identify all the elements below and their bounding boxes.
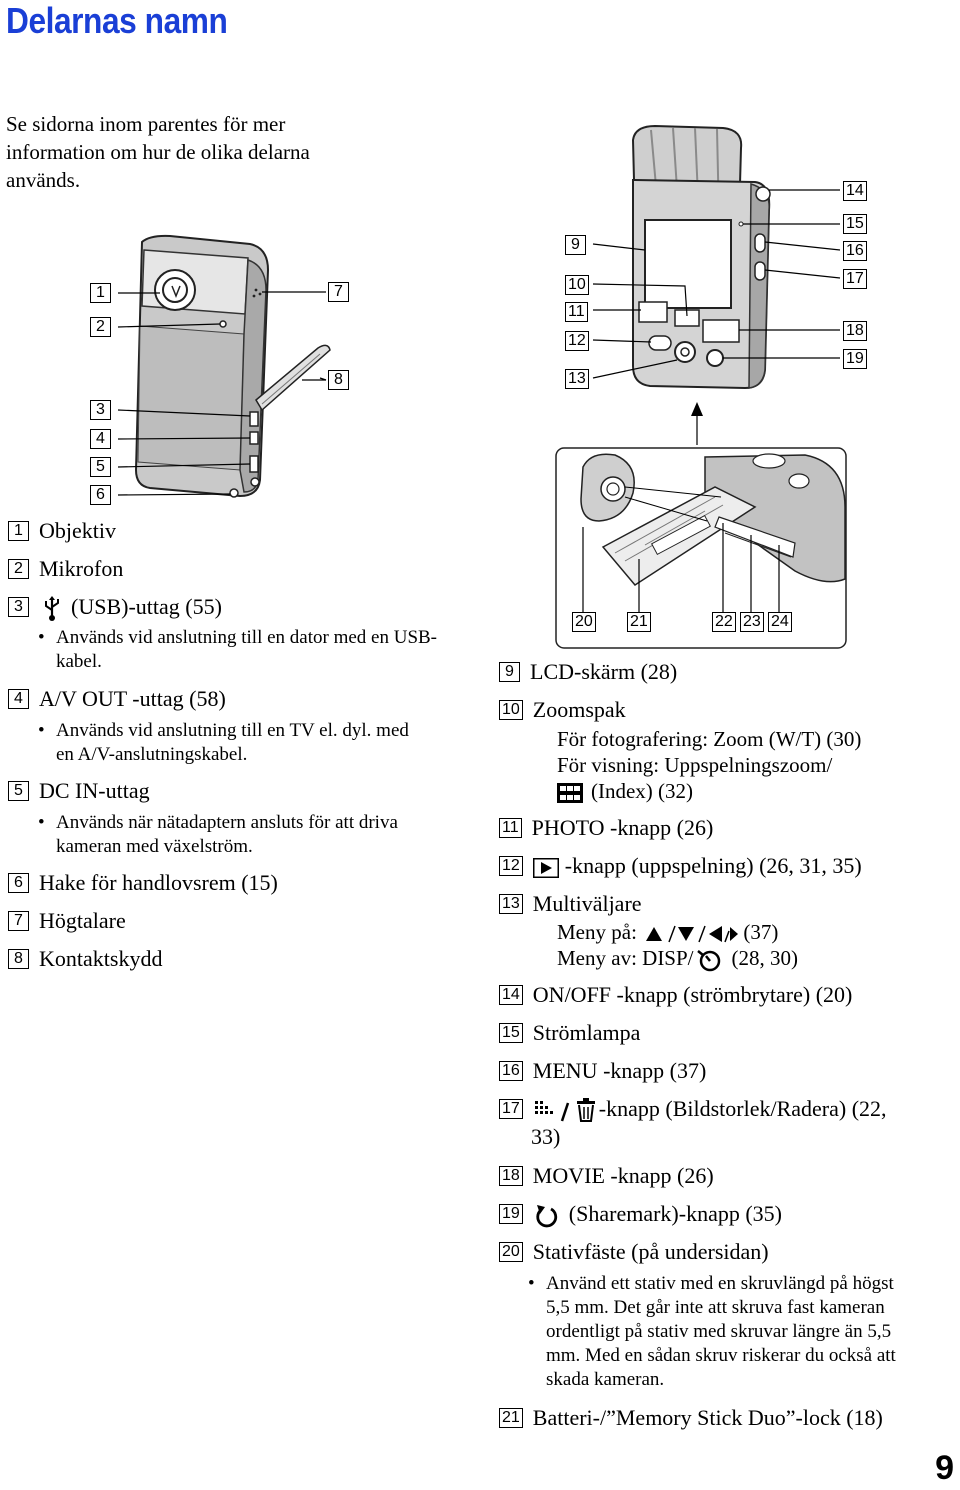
page-title: Delarnas namn (6, 0, 228, 41)
zoom-sub-3: (Index) (32) (557, 778, 693, 804)
self-timer-icon (696, 950, 720, 972)
camera-front-illustration (592, 124, 841, 445)
entry-17: 17-knapp (Bildstorlek/Radera) (22, (499, 1096, 887, 1125)
callout-5: 5 (90, 457, 111, 477)
zoom-sub-2: För visning: Uppspelningszoom/ (557, 753, 833, 777)
callout-9: 9 (565, 235, 586, 255)
play-icon (532, 857, 559, 878)
page-number: 9 (935, 1449, 954, 1487)
entry-19: 19(Sharemark)-knapp (35) (499, 1201, 782, 1229)
usb-icon (45, 595, 59, 621)
callout-20: 20 (572, 612, 596, 632)
callout-18: 18 (843, 321, 867, 341)
intro-text: Se sidorna inom parentes för mer informa… (6, 112, 310, 192)
entry-17-cont: 33) (531, 1124, 561, 1149)
bullet-20: •Använd ett stativ med en skruvlängd på … (528, 1273, 896, 1390)
callout-12: 12 (565, 331, 589, 351)
callout-17: 17 (843, 269, 867, 289)
index-icon (557, 783, 583, 804)
multi-sub-1: Meny på: (37) (557, 920, 779, 944)
callout-2: 2 (90, 317, 111, 337)
callout-16: 16 (843, 241, 867, 261)
bullet-3: •Används vid anslutning till en dator me… (38, 627, 438, 672)
callout-14: 14 (843, 181, 867, 201)
callout-22: 22 (712, 612, 736, 632)
bullet-5: •Används när nätadaptern ansluts för att… (38, 812, 398, 857)
callout-7: 7 (328, 282, 349, 302)
callout-6: 6 (90, 485, 111, 505)
camera-side-illustration (117, 234, 331, 498)
arrows-icon (646, 925, 739, 943)
zoom-sub-1: För fotografering: Zoom (W/T) (30) (557, 727, 862, 751)
sharemark-icon (536, 1204, 557, 1228)
callout-23: 23 (740, 612, 764, 632)
callout-15: 15 (843, 214, 867, 234)
image-size-trash-icon (534, 1097, 595, 1122)
callout-8: 8 (328, 370, 349, 390)
callout-10: 10 (565, 275, 589, 295)
callout-11: 11 (565, 302, 588, 322)
callout-21: 21 (627, 612, 651, 632)
callout-13: 13 (565, 369, 589, 389)
callout-24: 24 (768, 612, 792, 632)
callout-1: 1 (90, 283, 111, 303)
multi-sub-2: Meny av: DISP/(28, 30) (557, 945, 798, 972)
callout-4: 4 (90, 429, 111, 449)
camera-underside-illustration (555, 447, 847, 649)
bullet-4: •Används vid anslutning till en TV el. d… (38, 720, 409, 765)
entry-12: 12-knapp (uppspelning) (26, 31, 35) (499, 853, 862, 879)
callout-19: 19 (843, 349, 867, 369)
callout-3: 3 (90, 400, 111, 420)
entry-3: 3(USB)-uttag (55) (8, 594, 222, 622)
